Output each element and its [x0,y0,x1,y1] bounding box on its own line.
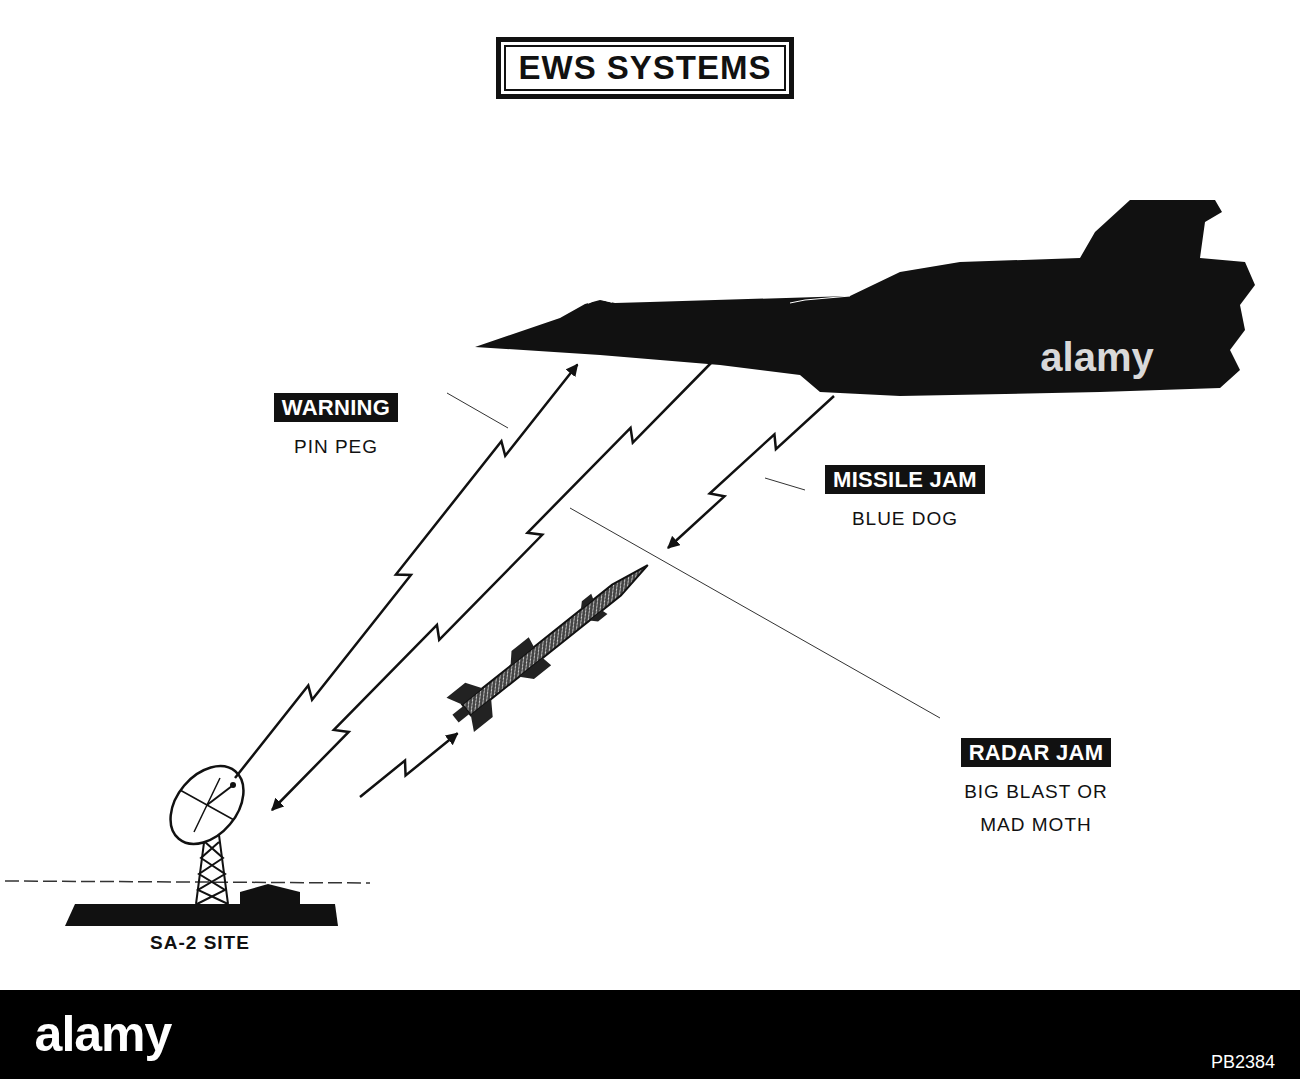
signal-bolt [668,396,834,548]
callout-label: MISSILE JAM BLUE DOG [825,465,985,535]
site-building [240,884,300,904]
ground-line [5,881,370,883]
aircraft-silhouette [475,200,1255,396]
system-heading: WARNING [274,393,398,422]
sa2-missile [442,548,662,736]
radar-tower [196,835,228,904]
system-name: BLUE DOG [825,502,985,535]
signal-bolt [235,364,577,778]
image-id: PB2384 [1211,1052,1275,1073]
canopy [588,298,612,303]
watermark: alamy [1040,335,1153,380]
site-platform [65,904,338,926]
system-name: PIN PEG [274,430,398,463]
system-name: BIG BLAST OR MAD MOTH [951,775,1121,841]
system-heading: MISSILE JAM [825,465,985,494]
signal-bolts [235,362,834,810]
site-label: SA-2 SITE [150,932,250,954]
callout-label: WARNING PIN PEG [274,393,398,463]
bottom-band [0,990,1300,1079]
title: EWS SYSTEMS [504,45,785,91]
callout-label: RADAR JAM BIG BLAST OR MAD MOTH [951,738,1121,841]
signal-bolt [360,733,458,797]
watermark: alamy [35,1005,172,1063]
title-box: EWS SYSTEMS [496,37,793,99]
system-heading: RADAR JAM [961,738,1112,767]
signal-bolt [272,362,712,810]
chine-line [790,296,850,303]
